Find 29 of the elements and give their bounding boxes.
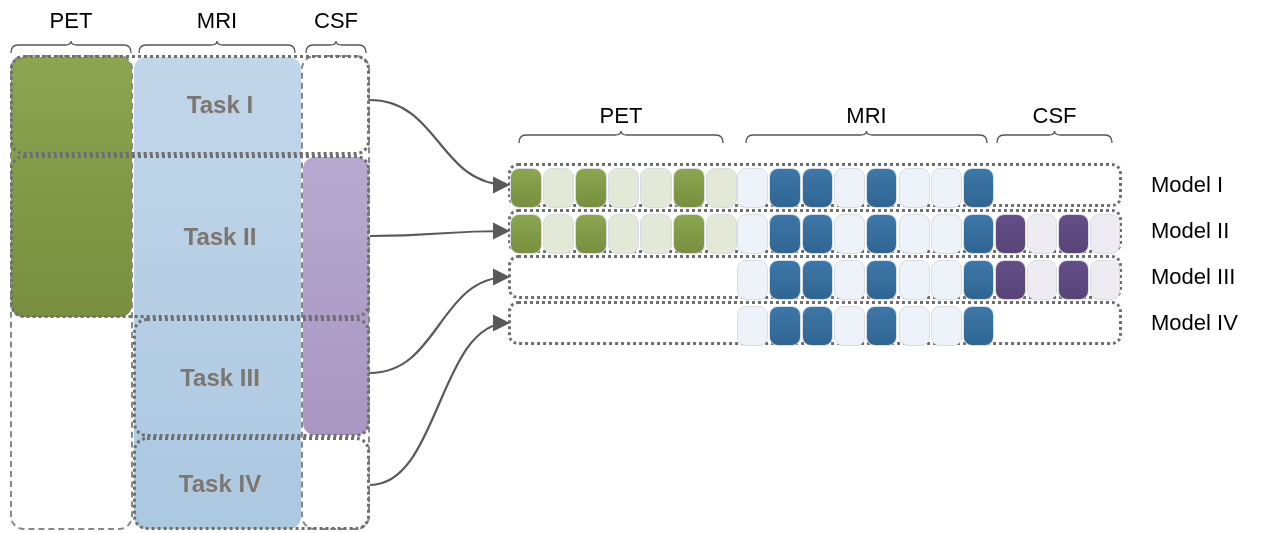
task-label: Task III <box>180 362 260 393</box>
task-row-box <box>133 318 370 437</box>
task-row-box <box>133 437 370 530</box>
group-label: MRI <box>846 103 887 128</box>
curved-arrow <box>369 98 511 193</box>
model-row-bar <box>508 163 1122 207</box>
task-label: Task II <box>183 221 257 252</box>
model-row-bar <box>508 255 1122 299</box>
group-label: MRI <box>196 8 238 33</box>
model-row-bar <box>508 301 1122 345</box>
model-label: Model III <box>1151 264 1236 290</box>
model-label: Model IV <box>1151 310 1238 336</box>
task-label: Task IV <box>178 468 262 499</box>
task-row-box <box>10 155 370 318</box>
curved-arrow <box>369 317 511 487</box>
curved-arrow <box>370 222 511 240</box>
task-row-box <box>10 55 370 155</box>
group-label: CSF <box>314 8 358 33</box>
csf-block <box>303 157 369 435</box>
group-label: CSF <box>1032 103 1077 128</box>
model-row-bar <box>508 209 1122 253</box>
group-label: PET <box>49 8 93 33</box>
curved-arrow <box>369 270 511 375</box>
group-label: PET <box>599 103 643 128</box>
task-label: Task I <box>186 90 254 120</box>
pet-block <box>11 57 132 317</box>
mri-block <box>134 57 301 529</box>
model-label: Model II <box>1151 218 1230 244</box>
model-label: Model I <box>1151 172 1224 198</box>
